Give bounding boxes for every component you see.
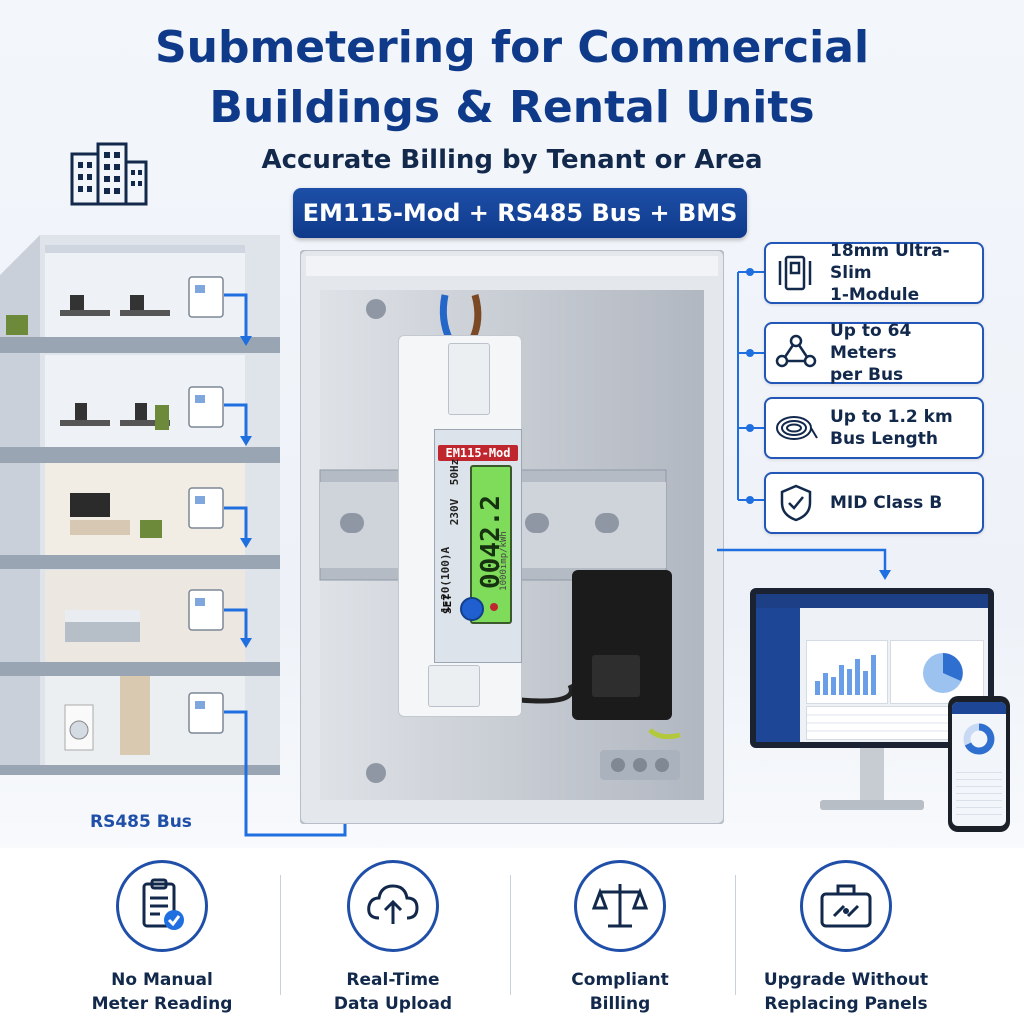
em115-mod-meter: EM115-Mod 0042.2 230V 50Hz 1-20(100)A 10… — [398, 335, 522, 717]
shield-check-icon — [774, 483, 818, 523]
benefit-1-line-1: No Manual — [111, 970, 213, 990]
benefit-divider — [280, 875, 281, 995]
meter-bottom-terminal — [428, 665, 480, 707]
rs485-bus-label: RS485 Bus — [90, 812, 192, 832]
cloud-upload-icon — [347, 860, 439, 952]
feature-meters-line-2: per Bus — [830, 365, 904, 385]
meter-set-button[interactable] — [460, 597, 484, 621]
meter-set-label: SET — [441, 594, 454, 614]
mobile-app-phone — [948, 696, 1010, 832]
building-illustration — [0, 215, 290, 790]
slim-module-icon — [774, 253, 818, 293]
phone-donut-chart — [963, 723, 995, 755]
meter-model-label: EM115-Mod — [445, 446, 511, 460]
bms-pie-chart-panel — [890, 640, 984, 704]
subtitle: Accurate Billing by Tenant or Area — [261, 145, 763, 175]
benefit-3-line-2: Billing — [589, 994, 651, 1014]
office-building-icon — [68, 140, 150, 211]
network-nodes-icon — [774, 333, 818, 373]
benefit-4-line-2: Replacing Panels — [764, 994, 928, 1014]
feature-slim-line-1: 18mm Ultra-Slim — [830, 241, 950, 283]
cable-coil-icon — [774, 408, 818, 448]
toolbox-icon — [800, 860, 892, 952]
feature-length-line-2: Bus Length — [830, 429, 938, 449]
feature-connector-lines — [737, 268, 764, 504]
feature-card-mid: MID Class B — [764, 472, 984, 534]
benefit-divider — [735, 875, 736, 995]
bms-bar-chart-panel — [806, 640, 888, 704]
benefit-2-line-1: Real-Time — [346, 970, 440, 990]
feature-meters-line-1: Up to 64 Meters — [830, 321, 912, 363]
meter-frequency: 50Hz — [448, 458, 461, 486]
feature-length-line-1: Up to 1.2 km — [830, 407, 953, 427]
benefit-2-line-2: Data Upload — [333, 994, 453, 1014]
feature-mid-line-1: MID Class B — [830, 493, 943, 513]
headline-line-1: Submetering for Commercial — [154, 22, 870, 73]
benefit-4-line-1: Upgrade Without — [763, 970, 929, 990]
feature-slim-line-2: 1-Module — [830, 285, 920, 305]
bms-link-arrow — [717, 548, 891, 580]
meter-impulse: 1000imp/kWh — [499, 531, 509, 591]
system-pill: EM115-Mod + RS485 Bus + BMS — [293, 188, 747, 238]
benefit-3-line-1: Compliant — [571, 970, 669, 990]
meter-pulse-led — [490, 603, 498, 611]
benefit-1-line-2: Meter Reading — [91, 994, 233, 1014]
meter-top-terminal — [448, 343, 490, 415]
scales-icon — [574, 860, 666, 952]
clipboard-check-icon — [116, 860, 208, 952]
headline: Submetering for Commercial Buildings & R… — [0, 18, 1024, 138]
benefit-divider — [510, 875, 511, 995]
headline-line-2: Buildings & Rental Units — [209, 82, 815, 133]
